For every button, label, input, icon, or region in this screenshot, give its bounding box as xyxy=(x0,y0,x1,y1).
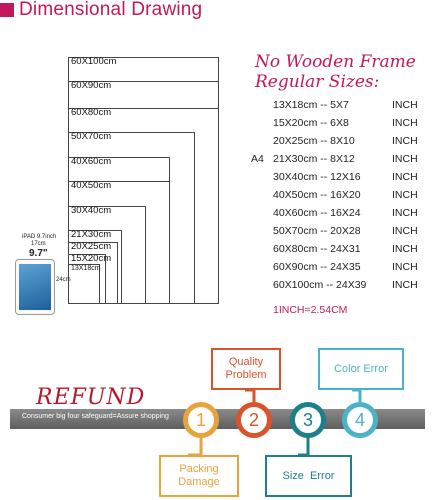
size-unit: INCH xyxy=(392,117,418,129)
size-row: 20X25cm -- 8X10 xyxy=(273,135,355,147)
size-row: 50X70cm -- 20X28 xyxy=(273,225,361,237)
connector-2 xyxy=(245,388,256,402)
sizes-heading: No Wooden Frame Regular Sizes: xyxy=(255,52,416,92)
frame-label: 21X30cm xyxy=(71,229,112,240)
size-row: 60X100cm -- 24X39 xyxy=(273,279,367,291)
size-unit: INCH xyxy=(392,243,418,255)
size-unit: INCH xyxy=(392,207,418,219)
sizes-heading-line2: Regular Sizes: xyxy=(255,72,380,92)
frame-label: 60X90cm xyxy=(71,80,112,91)
step-label: Size Error xyxy=(282,469,335,482)
step-node-2: 2 xyxy=(236,402,272,438)
size-row: 13X18cm -- 5X7 xyxy=(273,99,349,111)
color-error-box: Color Error xyxy=(318,348,404,390)
size-row: 40X50cm -- 16X20 xyxy=(273,189,361,201)
size-unit: INCH xyxy=(392,225,418,237)
frame-label: 60X80cm xyxy=(71,107,112,118)
step-node-3: 3 xyxy=(290,402,326,438)
header-marker xyxy=(0,3,14,17)
size-unit: INCH xyxy=(392,153,418,165)
size-row: 60X80cm -- 24X31 xyxy=(273,243,361,255)
size-row: 15X20cm -- 6X8 xyxy=(273,117,349,129)
step-node-1: 1 xyxy=(183,402,219,438)
ipad-height: 24cm xyxy=(56,277,71,283)
ipad-title: iPAD 9.7inch xyxy=(22,234,57,240)
step-number: 2 xyxy=(248,409,259,430)
ipad-screen xyxy=(19,264,51,310)
size-unit: INCH xyxy=(392,279,418,291)
step-number: 3 xyxy=(302,409,313,430)
step-number: 4 xyxy=(354,409,365,430)
refund-title: REFUND xyxy=(36,385,146,410)
inch-conversion: 1INCH=2.54CM xyxy=(273,304,348,316)
quality-problem-box: Quality Problem xyxy=(211,348,281,390)
page-title: Dimensional Drawing xyxy=(19,0,203,20)
size-unit: INCH xyxy=(392,261,418,273)
step-label: Packing Damage xyxy=(178,463,220,488)
frame-label: 60X100cm xyxy=(71,56,117,67)
frame-label: 30X40cm xyxy=(71,205,112,216)
a4-label: A4 xyxy=(251,153,264,165)
step-number: 1 xyxy=(195,409,206,430)
size-error-box: Size Error xyxy=(265,455,352,497)
size-unit: INCH xyxy=(392,189,418,201)
step-node-4: 4 xyxy=(342,402,378,438)
frame-13x18: 13X18cm xyxy=(68,264,101,304)
ipad-image xyxy=(15,259,55,315)
size-unit: INCH xyxy=(392,171,418,183)
size-row: 21X30cm -- 8X12 xyxy=(273,153,355,165)
packing-damage-box: Packing Damage xyxy=(159,455,239,497)
connector-4 xyxy=(352,388,362,402)
ipad-size: 9.7" xyxy=(29,248,48,259)
frame-label: 50X70cm xyxy=(71,131,112,142)
frame-label: 13X18cm xyxy=(71,265,101,272)
ipad-width: 17cm xyxy=(31,241,46,247)
connector-3 xyxy=(298,437,310,457)
frame-label: 40X50cm xyxy=(71,180,112,191)
step-label: Color Error xyxy=(334,362,388,375)
frame-label: 40X60cm xyxy=(71,156,112,167)
frame-label: 15X20cm xyxy=(71,253,112,264)
frame-label: 20X25cm xyxy=(71,241,112,252)
refund-caption: Consumer big four safeguard=Assure shopp… xyxy=(22,413,169,420)
size-unit: INCH xyxy=(392,135,418,147)
size-unit: INCH xyxy=(392,99,418,111)
sizes-heading-line1: No Wooden Frame xyxy=(255,52,416,72)
connector-1 xyxy=(188,437,203,457)
step-label: Quality Problem xyxy=(225,356,267,381)
size-row: 30X40cm -- 12X16 xyxy=(273,171,361,183)
size-row: 40X60cm -- 16X24 xyxy=(273,207,361,219)
size-row: 60X90cm -- 24X35 xyxy=(273,261,361,273)
